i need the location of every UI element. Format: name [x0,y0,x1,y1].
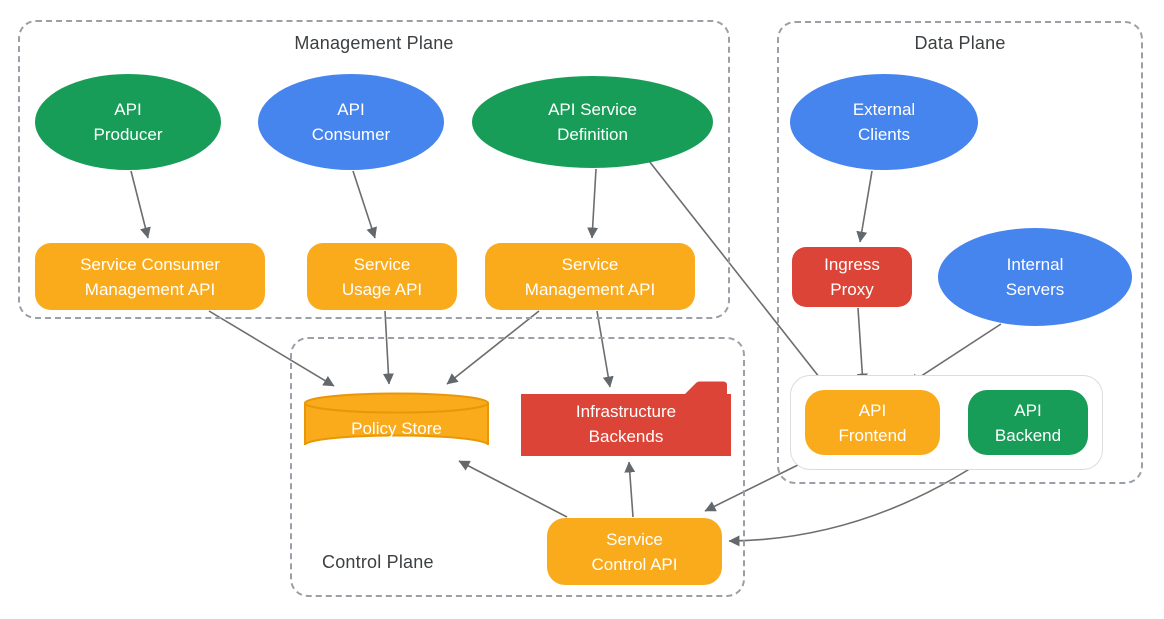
node-service-management-api: Service Management API [485,243,695,310]
data-plane-box: Data Plane [777,21,1143,484]
node-label-line: Producer [93,125,163,144]
management-plane-box: Management Plane [18,20,730,319]
node-label-line: API Service [548,100,637,119]
node-label-line: Backend [994,425,1062,445]
control-plane-box: Control Plane [290,337,745,597]
node-service-usage-api: Service Usage API [307,243,457,310]
node-service-consumer-management-api: Service Consumer Management API [35,243,265,310]
node-ingress-proxy: Ingress Proxy [792,247,912,307]
node-api-service-definition: API Service Definition [472,76,713,168]
node-label-line: Service Consumer [80,254,220,274]
node-label-line: API [114,100,142,119]
node-label-line: Proxy [830,280,874,299]
node-external-clients: External Clients [790,74,978,170]
node-label-line: Clients [858,125,910,144]
node-api-producer: API Producer [35,74,221,170]
node-api-consumer: API Consumer [258,74,444,170]
data-plane-title: Data Plane [914,33,1006,53]
node-api-backend: API Backend [968,390,1088,455]
node-label-line: Management API [84,279,216,299]
node-label-line: API [337,100,365,119]
node-api-frontend: API Frontend [805,390,940,455]
node-label-line: API [858,400,887,420]
node-label-line: Policy Store [351,419,442,438]
node-label-line: Ingress [824,255,880,274]
node-label-line: Management API [524,279,656,299]
node-label-line: Control API [591,554,678,574]
node-label-line: Service [561,254,619,274]
node-label-line: Service [606,529,663,549]
node-policy-store: Policy Store [303,392,490,456]
control-plane-title: Control Plane [322,552,434,572]
node-label-line: Usage API [341,279,423,299]
cylinder-shape [304,392,489,446]
management-plane-title: Management Plane [294,33,454,53]
node-label-line: Service [353,254,411,274]
node-label-line: Internal [1006,255,1064,274]
node-infrastructure-backends: Infrastructure Backends [520,380,732,457]
folder-shape [521,381,731,456]
node-label-line: Definition [557,125,628,144]
node-label-line: Servers [1005,280,1065,299]
node-label-line: Backends [588,427,664,446]
node-label-line: API [1014,400,1042,420]
node-label-line: Consumer [311,125,391,144]
node-service-control-api: Service Control API [547,518,722,585]
node-label-line: Frontend [838,425,907,445]
node-internal-servers: Internal Servers [938,228,1132,326]
node-label-line: Infrastructure [575,402,677,421]
node-label-line: External [852,100,916,119]
